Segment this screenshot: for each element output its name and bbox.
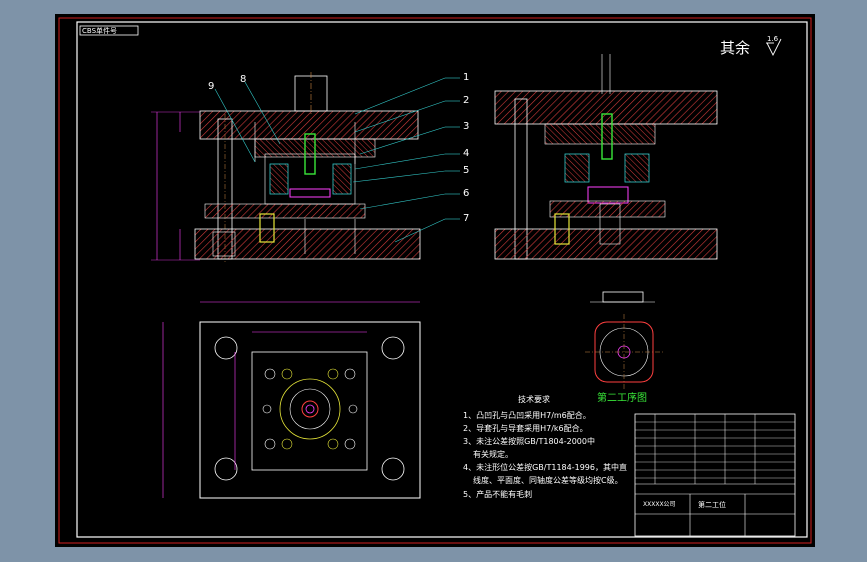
tech-line-2: 2、导套孔与导套采用H7/k6配合。: [463, 424, 588, 433]
inner-border: [76, 21, 808, 538]
callout-5: 5: [463, 165, 470, 176]
tech-line-7: 5、产品不能有毛刺: [463, 490, 533, 499]
part-top-view: [585, 314, 665, 390]
callout-8: 8: [240, 74, 247, 85]
roughness-label: 其余: [720, 39, 751, 57]
tech-requirements-title: 技术要求: [518, 395, 550, 404]
title-block: [634, 413, 796, 537]
callout-4: 4: [463, 148, 470, 159]
callout-1: 1: [463, 72, 470, 83]
drawing-canvas: [58, 17, 812, 544]
drawing-sheet: CBS单件号 其余 1.6 1 2 3 4 5 6 7 8 9 技术要求 1、凸…: [55, 14, 815, 547]
tech-line-6: 线度、平面度、同轴度公差等级均按C级。: [473, 476, 623, 485]
callout-9: 9: [208, 81, 215, 92]
tech-line-1: 1、凸凹孔与凸凹采用H7/m6配合。: [463, 411, 591, 420]
process-diagram-title: 第二工序图: [597, 393, 647, 404]
stamp-box: [79, 25, 139, 36]
stamp-text: CBS单件号: [82, 27, 118, 35]
callout-3: 3: [463, 121, 470, 132]
front-section-view: [151, 72, 460, 264]
tech-line-3: 3、未注公差按照GB/T1804-2000中: [463, 437, 595, 446]
plan-view: [162, 301, 421, 499]
tech-line-5: 4、未注形位公差按GB/T1184-1996，其中直: [463, 463, 627, 472]
title-block-company: XXXXX公司: [643, 501, 676, 508]
callout-2: 2: [463, 95, 470, 106]
callout-6: 6: [463, 188, 470, 199]
side-section-view: [494, 54, 718, 260]
roughness-symbol: [766, 38, 782, 57]
tech-line-4: 有关规定。: [473, 450, 513, 459]
roughness-value: 1.6: [767, 35, 779, 43]
title-block-name: 第二工位: [698, 501, 726, 509]
outer-border: [58, 17, 812, 544]
part-side-view: [590, 291, 655, 303]
callout-7: 7: [463, 213, 470, 224]
